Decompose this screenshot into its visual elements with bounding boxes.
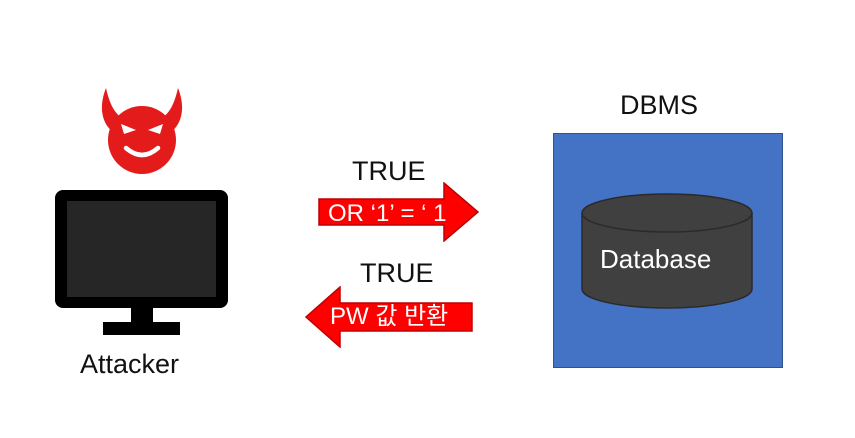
monitor-icon: [55, 190, 228, 335]
response-payload: PW 값 반환: [330, 303, 449, 330]
request-arrow: [318, 182, 480, 242]
response-arrow: [305, 286, 473, 348]
dbms-title: DBMS: [620, 90, 699, 120]
database-cylinder-icon: [581, 193, 753, 309]
devil-face-icon: [101, 88, 183, 174]
request-payload: OR ‘1’ = ‘ 1: [328, 200, 447, 227]
response-status-label: TRUE: [360, 258, 434, 288]
database-label: Database: [600, 244, 712, 274]
attacker-label: Attacker: [80, 349, 180, 379]
request-status-label: TRUE: [352, 156, 426, 186]
